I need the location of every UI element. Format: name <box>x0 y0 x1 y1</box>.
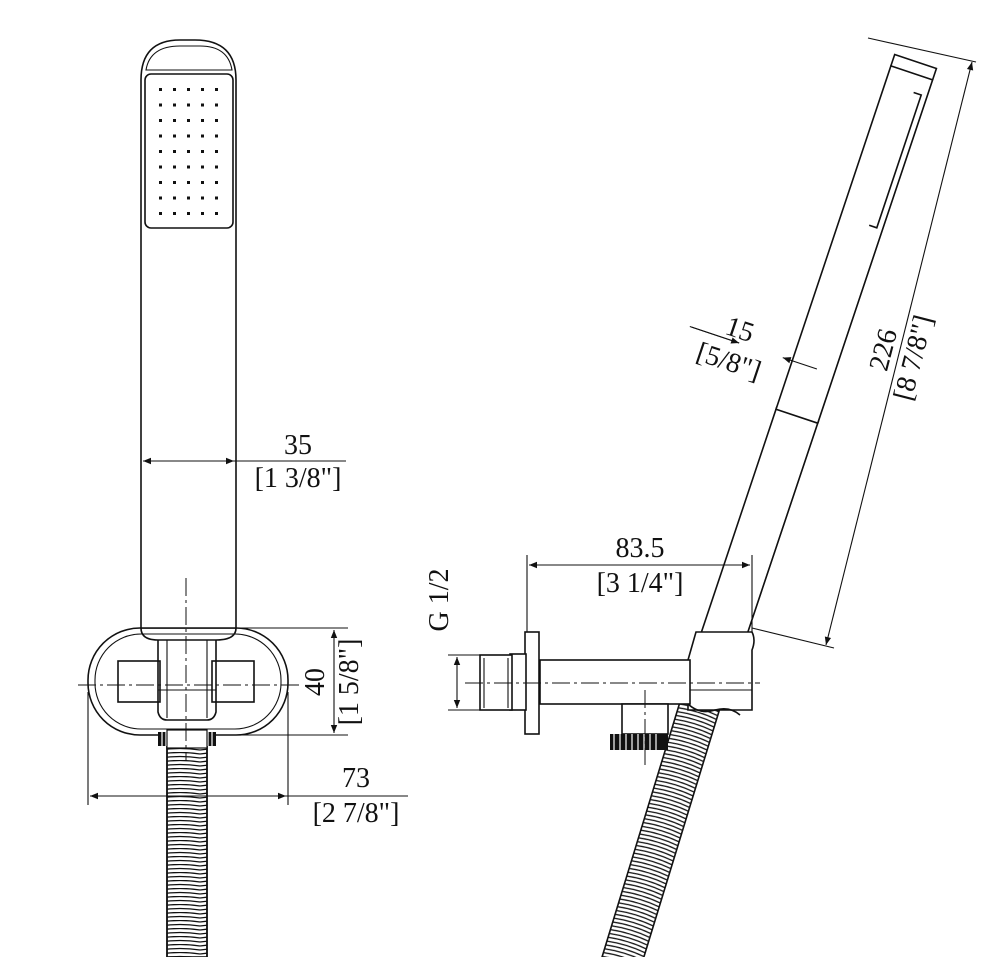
spray-nozzle <box>159 181 162 184</box>
spray-nozzle <box>215 165 218 169</box>
spray-nozzle <box>201 165 204 169</box>
dim-40-metric: 40 <box>300 668 331 696</box>
dim-15-metric: 15 <box>722 311 758 349</box>
dim-g-thread: G 1/2 <box>424 569 455 632</box>
dim-bracket-width: 73 [2 7/8"] <box>87 692 408 829</box>
spray-nozzle <box>187 165 190 169</box>
spray-nozzle <box>173 212 176 215</box>
spray-nozzle <box>187 134 190 138</box>
spray-nozzle <box>159 150 162 153</box>
dim-73-metric: 73 <box>342 763 370 794</box>
dim-handset-width: 35 [1 3/8"] <box>143 430 346 494</box>
spray-nozzle <box>173 103 176 107</box>
spray-nozzle <box>159 103 162 107</box>
spray-nozzle <box>215 150 218 153</box>
spray-nozzle <box>159 119 162 122</box>
dim-thread: G 1/2 <box>424 569 482 711</box>
wall-arm-side <box>465 631 760 765</box>
dim-arm-projection: 83.5 [3 1/4"] <box>526 533 753 632</box>
spray-nozzle <box>201 134 204 138</box>
spray-nozzle <box>201 150 204 153</box>
dim-83-5-metric: 83.5 <box>616 533 665 564</box>
dim-40-imperial: [1 5/8"] <box>334 639 365 726</box>
spray-nozzle <box>159 212 162 215</box>
spray-nozzle <box>201 212 204 215</box>
spray-nozzle <box>201 103 204 107</box>
dim-35-imperial: [1 3/8"] <box>255 463 342 494</box>
spray-nozzle <box>201 181 204 184</box>
spray-nozzle <box>159 134 162 138</box>
spray-nozzle <box>173 165 176 169</box>
spray-nozzle <box>173 150 176 153</box>
spray-nozzle <box>187 103 190 107</box>
spray-nozzle <box>187 88 190 91</box>
dim-bracket-height: 40 [1 5/8"] <box>240 627 365 736</box>
spray-nozzle <box>159 88 162 91</box>
handset-front <box>140 39 237 641</box>
dim-15-imperial: [5/8"] <box>693 337 765 387</box>
dim-handle-thickness <box>689 325 818 370</box>
wall-bracket-front <box>87 627 289 749</box>
spray-nozzle <box>159 196 162 200</box>
spray-nozzle <box>173 88 176 91</box>
spray-nozzle <box>187 196 190 200</box>
spray-nozzles <box>159 88 218 215</box>
spray-nozzle <box>215 119 218 122</box>
spray-nozzle <box>201 88 204 91</box>
spray-nozzle <box>215 103 218 107</box>
spray-nozzle <box>173 196 176 200</box>
holder-side <box>687 631 755 716</box>
dim-73-imperial: [2 7/8"] <box>313 798 400 829</box>
spray-nozzle <box>187 150 190 153</box>
spray-nozzle <box>215 134 218 138</box>
spray-nozzle <box>173 134 176 138</box>
dim-35-metric: 35 <box>284 430 312 461</box>
dim-83-5-imperial: [3 1/4"] <box>597 568 684 599</box>
spray-nozzle <box>215 212 218 215</box>
spray-nozzle <box>173 119 176 122</box>
spray-nozzle <box>201 196 204 200</box>
spray-nozzle <box>173 181 176 184</box>
front-view: 35 [1 3/8"] 40 [1 5/8"] 73 [2 7/8"] <box>78 39 408 958</box>
spray-nozzle <box>159 165 162 169</box>
spray-nozzle <box>201 119 204 122</box>
spray-nozzle <box>187 119 190 122</box>
hose-front <box>166 717 208 958</box>
side-view: G 1/2 83.5 [3 1/4"] 15 [5/8"] 226 [8 7/8… <box>424 37 977 962</box>
spray-nozzle <box>215 181 218 184</box>
spray-nozzle <box>187 181 190 184</box>
spray-nozzle <box>187 212 190 215</box>
spray-nozzle <box>215 88 218 91</box>
spray-nozzle <box>215 196 218 200</box>
dim-handset-length: 226 [8 7/8"] <box>751 37 977 649</box>
